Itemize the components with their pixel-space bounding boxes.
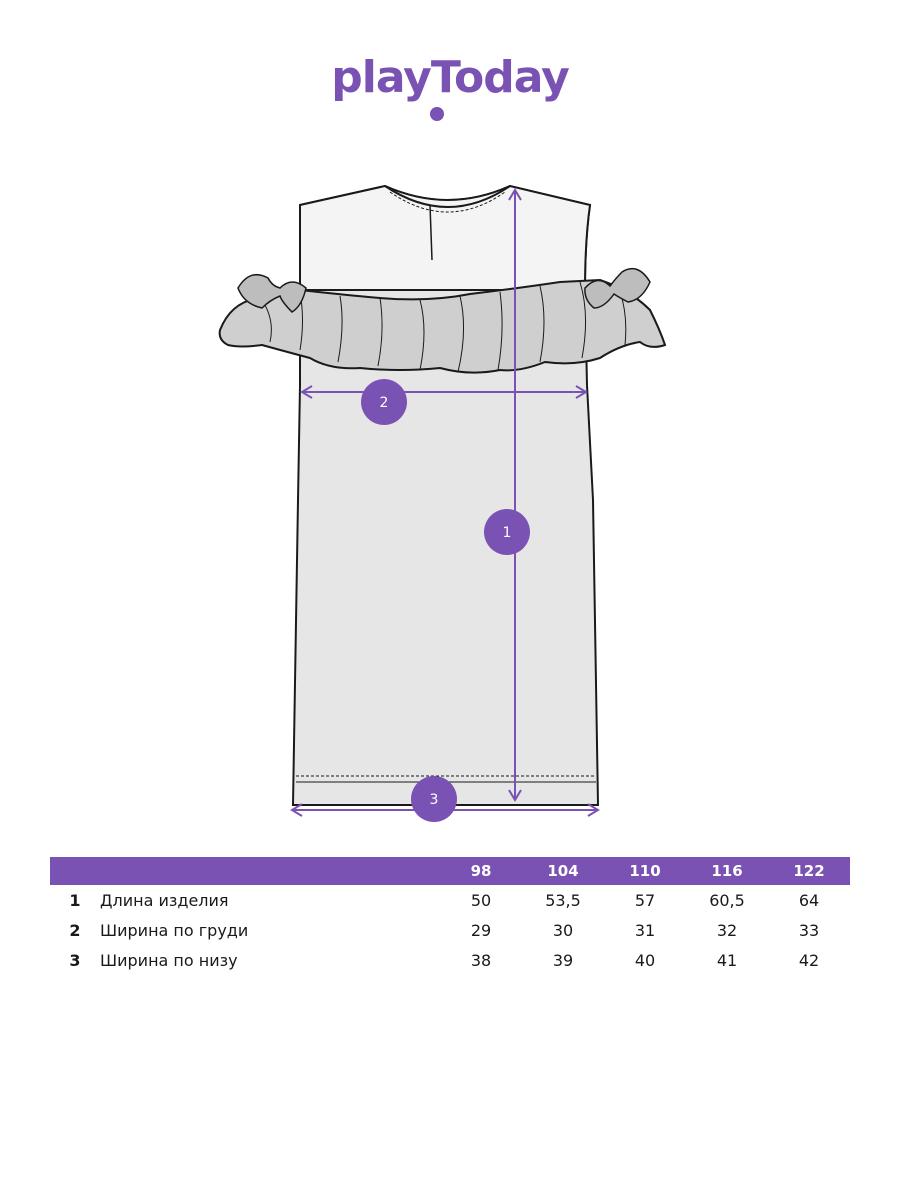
measurement-value: 50: [470, 890, 492, 910]
measurement-value: 30: [552, 920, 574, 940]
svg-text:3: 3: [430, 792, 439, 808]
measurement-value: 57: [634, 890, 656, 910]
garment-drawing: 2 1 3: [218, 184, 667, 822]
row-number: 1: [69, 890, 81, 910]
placket-line: [429, 204, 433, 261]
row-number: 3: [69, 950, 81, 970]
measure-arrow-chest-right: [575, 385, 588, 399]
measurement-name: Ширина по низу: [100, 950, 238, 970]
measurement-value: 60,5: [709, 890, 745, 910]
measurement-value: 39: [552, 950, 574, 970]
measure-arrow-chest-left: [300, 385, 313, 399]
size-header-cell: 98: [470, 862, 492, 880]
measure-arrow-length-bottom: [508, 789, 522, 802]
measurement-value: 42: [798, 950, 820, 970]
measurement-value: 38: [470, 950, 492, 970]
bow-right: [584, 267, 651, 309]
size-header-cell: 104: [547, 862, 579, 880]
measurement-value: 33: [798, 920, 820, 940]
measurement-value: 32: [716, 920, 738, 940]
size-header-cell: 110: [629, 862, 661, 880]
svg-text:1: 1: [503, 525, 512, 541]
table-row: 3 Ширина по низу 38 39 40 41 42: [50, 945, 850, 975]
row-number: 2: [69, 920, 81, 940]
table-row: 2 Ширина по груди 29 30 31 32 33: [50, 915, 850, 945]
measurement-value: 64: [798, 890, 820, 910]
size-header-cell: 122: [793, 862, 825, 880]
size-header-row: 98 104 110 116 122: [50, 857, 850, 885]
measurement-value: 31: [634, 920, 656, 940]
measure-arrow-length-top: [508, 188, 522, 201]
marker-badge-2: 2: [361, 379, 407, 425]
size-header-cell: 116: [711, 862, 743, 880]
measurement-value: 40: [634, 950, 656, 970]
header-blank-name: [100, 857, 440, 885]
size-chart-table: 98 104 110 116 122 1 Длина изделия 50 53…: [50, 857, 850, 975]
header-blank-num: [50, 857, 100, 885]
measure-arrow-hem-left: [290, 803, 303, 817]
neckline: [384, 185, 511, 208]
measurement-value: 29: [470, 920, 492, 940]
brand-logo-dot: [430, 107, 444, 121]
table-row: 1 Длина изделия 50 53,5 57 60,5 64: [50, 885, 850, 915]
marker-badge-1: 1: [484, 509, 530, 555]
measurement-value: 41: [716, 950, 738, 970]
measurement-value: 53,5: [545, 890, 581, 910]
marker-badge-3: 3: [411, 776, 457, 822]
neckline-stitch: [389, 191, 506, 213]
brand-logo: playToday: [331, 52, 570, 103]
measurement-name: Ширина по груди: [100, 920, 249, 940]
measure-arrow-hem-right: [587, 803, 600, 817]
svg-text:2: 2: [380, 395, 389, 411]
ruffle: [218, 278, 667, 374]
bow-left: [237, 273, 307, 313]
ruffle-folds: [261, 281, 627, 373]
bodice: [298, 184, 592, 291]
measurement-name: Длина изделия: [100, 890, 229, 910]
